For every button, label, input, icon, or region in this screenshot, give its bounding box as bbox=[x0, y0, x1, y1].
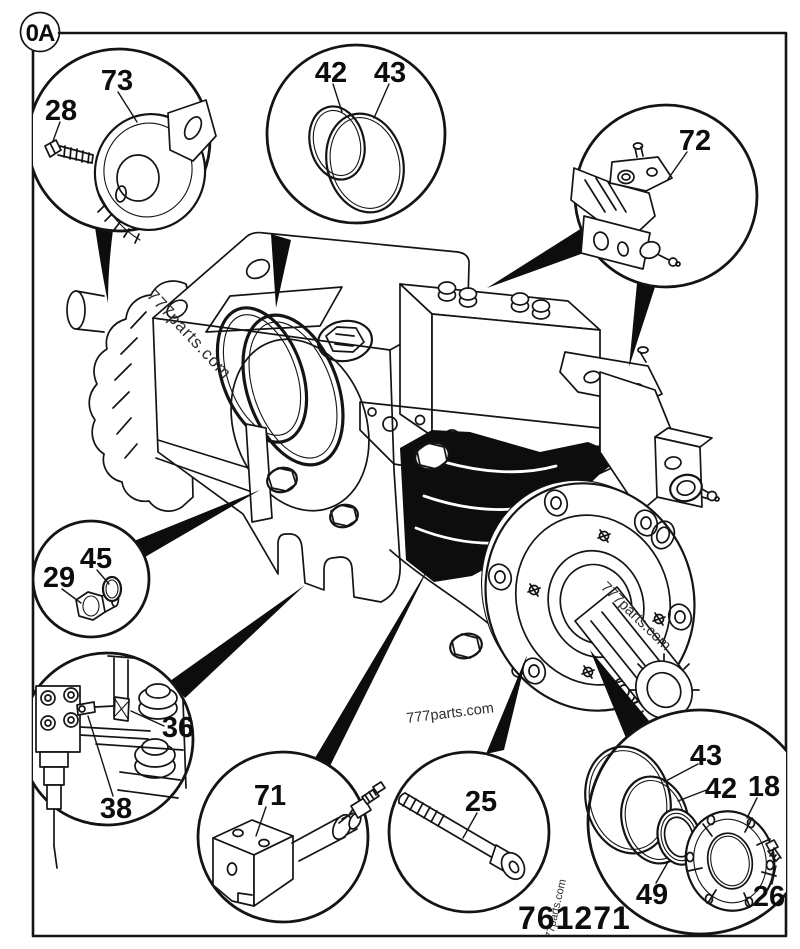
part-label-26: 26 bbox=[753, 881, 785, 913]
callout-top-orings bbox=[265, 43, 447, 225]
callout-content-seal-kit: 43 42 18 49 26 bbox=[584, 740, 785, 913]
callout-content-solenoid: 71 bbox=[212, 780, 386, 907]
leader-wedge bbox=[486, 655, 527, 754]
drive-shaft bbox=[574, 586, 700, 727]
part-label-25: 25 bbox=[465, 786, 497, 818]
leader-wedge bbox=[487, 228, 592, 288]
coupling-73-drawing bbox=[93, 99, 217, 244]
leader-wedge bbox=[95, 227, 113, 303]
part-label-43: 43 bbox=[374, 57, 406, 89]
filler-cap bbox=[317, 319, 373, 363]
leader-wedge bbox=[629, 283, 656, 367]
flange-bolt-holes bbox=[487, 489, 693, 705]
oring-42-drawing bbox=[308, 105, 366, 181]
part-label-42: 42 bbox=[705, 773, 737, 805]
part-label-45: 45 bbox=[80, 543, 112, 575]
part-label-28: 28 bbox=[45, 95, 77, 127]
mounted-orings bbox=[215, 306, 345, 467]
relief-valve bbox=[650, 427, 720, 550]
leader-wedge bbox=[134, 490, 260, 557]
front-pump-housing bbox=[152, 231, 470, 603]
bolt-25-drawing bbox=[398, 792, 526, 881]
leader-wedges bbox=[95, 227, 656, 766]
callout-content-pilot-valve: 72 bbox=[570, 125, 711, 270]
leader-wedge bbox=[315, 565, 430, 766]
part-label-73: 73 bbox=[101, 65, 133, 97]
part-label-29: 29 bbox=[43, 562, 75, 594]
part-label-71: 71 bbox=[254, 780, 286, 812]
solenoid-71-drawing bbox=[212, 781, 386, 907]
plug-29-drawing bbox=[75, 590, 120, 621]
part-label-36: 36 bbox=[162, 712, 194, 744]
sheet-ref: 0A bbox=[19, 11, 61, 53]
leader-wedge bbox=[170, 585, 305, 698]
callout-content-plug-oring: 29 45 bbox=[43, 543, 123, 621]
part-label-49: 49 bbox=[636, 879, 668, 911]
leader-wedge bbox=[590, 650, 650, 738]
part-label-42: 42 bbox=[315, 57, 347, 89]
bolt-28-drawing bbox=[44, 139, 94, 164]
part-label-18: 18 bbox=[748, 771, 780, 803]
drawing-number: 761271 bbox=[518, 900, 631, 936]
flange-pins bbox=[527, 529, 666, 679]
callout-content-long-bolt: 25 bbox=[398, 786, 526, 881]
callout-content-top-orings: 42 43 bbox=[308, 57, 406, 214]
callout-content-valve-detail: 36 38 bbox=[35, 655, 194, 869]
sheet-ref-label: 0A bbox=[26, 20, 55, 47]
pump-assembly-drawing bbox=[66, 231, 720, 727]
leader-wedge bbox=[271, 234, 291, 308]
callout-long-bolt bbox=[387, 750, 551, 914]
valve-detail-drawing bbox=[35, 655, 187, 869]
part-label-43: 43 bbox=[690, 740, 722, 772]
callout-plug-oring bbox=[33, 519, 151, 639]
watermark-text: 777parts.com bbox=[406, 700, 495, 727]
valve-block bbox=[399, 281, 601, 463]
callout-content-bolt-coupling: 28 73 bbox=[44, 65, 217, 244]
part-label-72: 72 bbox=[679, 125, 711, 157]
screw-26-drawing bbox=[765, 839, 782, 862]
hatch-lines bbox=[112, 311, 147, 459]
sheet-frame bbox=[31, 31, 788, 938]
pilot-valve-72-drawing bbox=[570, 142, 681, 270]
oring-43-drawing bbox=[584, 745, 672, 855]
part-label-38: 38 bbox=[100, 793, 132, 825]
oring-43-drawing bbox=[325, 112, 405, 214]
